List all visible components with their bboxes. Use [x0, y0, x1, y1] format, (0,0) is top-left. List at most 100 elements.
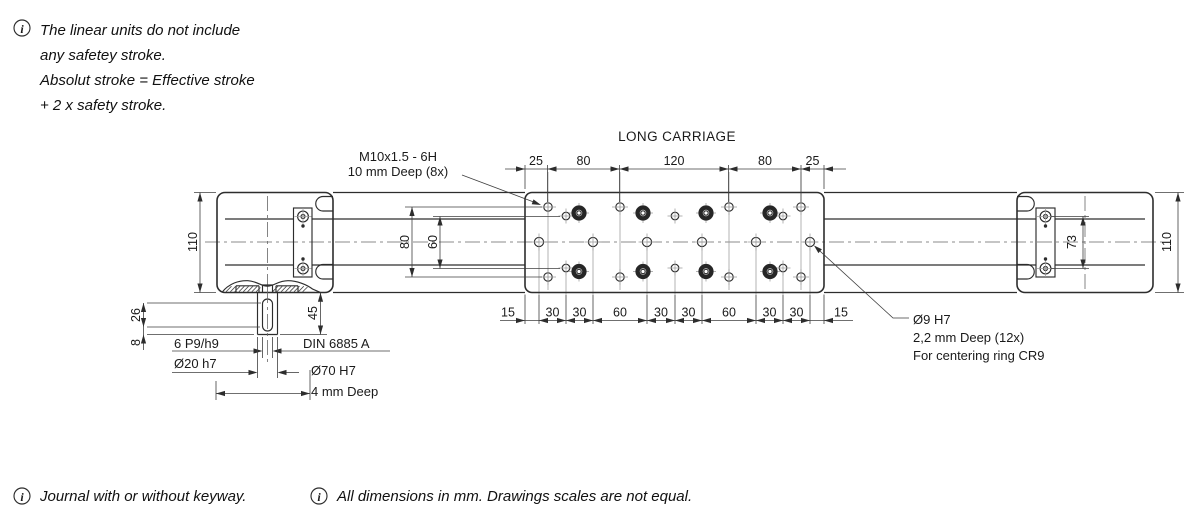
centering-hole — [637, 232, 657, 252]
dim-73: 73 — [1051, 216, 1089, 269]
note-top-line3: Absolut stroke = Effective stroke — [39, 72, 255, 89]
note-top: i The linear units do not include any sa… — [13, 19, 255, 114]
m10-leader-line — [461, 174, 540, 205]
note-dimensions: All dimensions in mm. Drawings scales ar… — [336, 488, 692, 505]
d9-leader-line — [814, 246, 909, 319]
centering-hole — [746, 232, 766, 252]
small-hole — [557, 207, 575, 225]
note-journal: Journal with or without keyway. — [39, 488, 246, 505]
dim-110-right: 110 — [1160, 232, 1174, 252]
m10-leader-arrow — [531, 199, 541, 205]
centering-hole — [529, 232, 549, 252]
left-block-slot-bottom — [315, 263, 333, 280]
small-hole — [774, 207, 792, 225]
m10-hole — [539, 268, 557, 286]
note-bottom-right: i All dimensions in mm. Drawings scales … — [310, 487, 692, 505]
journal-section — [221, 280, 321, 362]
right-bearing-plate — [1035, 207, 1056, 278]
m10-hole — [611, 268, 629, 286]
dim-top-80b: 80 — [758, 154, 772, 168]
dim-top-chain: 25 80 120 80 25 — [505, 154, 846, 202]
label-d9-line2: 2,2 mm Deep (12x) — [913, 330, 1024, 345]
dim-80-rows: 80 — [398, 235, 412, 249]
right-end-block — [1016, 191, 1154, 294]
dim-26-8: 26 8 — [129, 302, 261, 350]
bearing-hole — [293, 259, 313, 278]
dim-8: 8 — [129, 339, 143, 346]
dim-45: 45 — [306, 306, 320, 320]
info-icon-glyph: i — [20, 490, 24, 504]
dim-bot-60a: 60 — [613, 306, 627, 320]
dimensions: 25 80 120 80 25 15 30 30 — [129, 154, 1184, 400]
dim-bottom-chain: 15 30 30 60 30 30 60 30 30 15 — [500, 294, 853, 324]
left-end-block — [216, 191, 334, 294]
label-m10-line1: M10x1.5 - 6H — [359, 149, 437, 164]
dim-bot-30a: 30 — [546, 306, 560, 320]
centering-hole — [692, 232, 712, 252]
long-carriage-plate — [524, 172, 825, 294]
counterbore-hole — [569, 262, 589, 282]
dim-73: 73 — [1065, 235, 1079, 249]
info-icon: i — [13, 19, 31, 37]
left-bearing-plate — [292, 207, 313, 278]
bearing-hole — [293, 207, 313, 226]
dim-top-25a: 25 — [529, 154, 543, 168]
label-m10-line2: 10 mm Deep (8x) — [348, 164, 448, 179]
dim-bot-15b: 15 — [834, 306, 848, 320]
dim-110-left: 110 — [186, 232, 200, 252]
dim-bot-15a: 15 — [501, 306, 515, 320]
dim-right-110: 110 — [1155, 192, 1184, 293]
dim-80-60: 80 60 — [398, 206, 560, 278]
counterbore-hole — [569, 203, 589, 223]
label-journal-dia: Ø20 h7 — [174, 356, 217, 371]
hatching — [225, 285, 308, 293]
label-bore-depth: 4 mm Deep — [311, 384, 378, 399]
small-hole — [666, 259, 684, 277]
m10-hole — [720, 268, 738, 286]
dim-keyway: 6 P9/h9 DIN 6885 A — [172, 336, 390, 358]
note-top-line1: The linear units do not include — [40, 22, 240, 39]
dim-bot-30e: 30 — [763, 306, 777, 320]
note-top-line4: + 2 x safety stroke. — [40, 97, 166, 114]
m10-hole — [720, 198, 738, 216]
dim-journal-dia: Ø20 h7 — [172, 337, 299, 378]
right-block-slot-bottom — [1017, 263, 1035, 280]
dim-bot-30c: 30 — [654, 306, 668, 320]
d9-leader-arrow — [814, 245, 822, 254]
label-d9-line1: Ø9 H7 — [913, 312, 951, 327]
label-d9-line3: For centering ring CR9 — [913, 348, 1045, 363]
counterbore-hole — [760, 262, 780, 282]
m10-hole — [611, 198, 629, 216]
label-keyway-standard: DIN 6885 A — [303, 336, 370, 351]
dim-60-rows: 60 — [426, 235, 440, 249]
drawing-title: LONG CARRIAGE — [618, 129, 736, 144]
small-hole — [557, 259, 575, 277]
keyway-window — [261, 284, 274, 293]
dim-26: 26 — [129, 308, 143, 322]
counterbore-hole — [633, 262, 653, 282]
right-block-slot-top — [1017, 195, 1035, 212]
counterbore-hole — [760, 203, 780, 223]
break-line — [221, 280, 321, 293]
note-top-line2: any safetey stroke. — [40, 47, 166, 64]
keyway-slot — [261, 298, 274, 332]
dim-bot-30b: 30 — [573, 306, 587, 320]
label-keyway-width: 6 P9/h9 — [174, 336, 219, 351]
left-block-slot-top — [315, 195, 333, 212]
counterbore-hole — [633, 203, 653, 223]
dim-top-120: 120 — [664, 154, 685, 168]
info-icon-glyph: i — [20, 22, 24, 36]
dim-45: 45 — [280, 292, 327, 335]
counterbore-hole — [696, 203, 716, 223]
dim-bot-30d: 30 — [682, 306, 696, 320]
note-bottom-left: i Journal with or without keyway. — [13, 487, 246, 505]
dim-top-80a: 80 — [577, 154, 591, 168]
rail-body — [205, 191, 1162, 294]
small-hole — [774, 259, 792, 277]
dim-top-25b: 25 — [806, 154, 820, 168]
dim-bot-30f: 30 — [790, 306, 804, 320]
small-hole — [666, 207, 684, 225]
info-icon-glyph: i — [317, 490, 321, 504]
